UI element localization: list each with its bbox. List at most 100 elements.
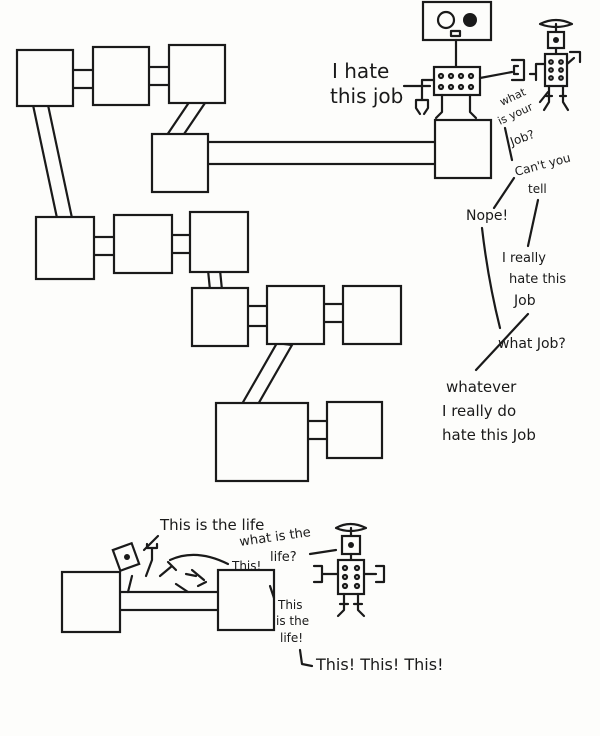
speech-whatever-line3: hate this Job <box>442 426 536 444</box>
robot-eye <box>463 13 477 27</box>
body-light <box>548 59 554 65</box>
small-robot-body <box>336 558 366 596</box>
robot-eye <box>436 10 456 30</box>
body-light <box>353 573 361 581</box>
factory-box <box>433 118 493 180</box>
body-light <box>467 83 475 91</box>
robot-mouth <box>449 29 462 38</box>
speech-pointer <box>480 226 502 330</box>
connector <box>146 65 172 87</box>
factory-box <box>325 400 384 460</box>
platform-box <box>216 568 276 632</box>
wrench-icon <box>144 542 159 578</box>
factory-box <box>341 284 403 346</box>
body-light <box>353 582 361 590</box>
speech-this-small: This! <box>231 559 261 573</box>
propeller-icon <box>334 522 368 538</box>
speech-pointer <box>538 90 550 104</box>
speech-pointer <box>268 584 276 600</box>
small-robot-arm-left <box>528 62 547 82</box>
speech-really-hate-line1: I really <box>502 251 546 266</box>
connector-slant <box>240 341 294 408</box>
factory-box <box>265 284 326 346</box>
bottom-scene: This is the life what is the life? This!… <box>60 516 444 674</box>
factory-box <box>150 132 210 194</box>
small-robot-arm-left <box>312 564 340 584</box>
robot-claw-left <box>414 98 430 116</box>
connector <box>91 235 117 257</box>
connector <box>168 233 194 255</box>
speech-pointer <box>526 198 540 248</box>
speech-i-hate-line2: this job <box>330 84 403 108</box>
body-light <box>341 582 349 590</box>
body-light <box>341 573 349 581</box>
speech-whatever-line2: I really do <box>442 402 516 420</box>
small-robot-eye <box>348 542 354 548</box>
small-robot-eye <box>553 37 559 43</box>
connector-slant <box>31 103 74 220</box>
speech-what-job: what Job? <box>498 336 566 352</box>
body-light <box>457 72 465 80</box>
big-robot <box>414 0 526 120</box>
factory-box <box>15 48 75 108</box>
wrench-icon <box>158 560 208 588</box>
speech-cant-you-tell-line1: Can't you <box>513 151 572 179</box>
speech-really-hate-line2: hate this <box>509 272 566 287</box>
propeller-icon <box>538 18 574 34</box>
factory-box <box>190 286 250 348</box>
speech-pointer <box>474 312 530 372</box>
speech-really-hate-line3: Job <box>513 293 536 309</box>
dialogue-top: I hate this job what is your Job? Can't … <box>330 59 572 444</box>
speech-what-is-the-life-line2: life? <box>270 550 297 565</box>
small-robot-top <box>528 18 582 112</box>
speech-pointer <box>168 553 230 566</box>
factory-box <box>91 45 151 107</box>
speech-pointer <box>298 648 314 668</box>
small-robot-legs <box>542 84 570 112</box>
connector <box>245 304 271 328</box>
small-robot-body <box>543 52 569 88</box>
platform-bar <box>116 590 225 612</box>
robot-arm-left <box>420 78 436 102</box>
speech-this-is-the-life-line1: This <box>277 598 303 612</box>
speech-cant-you-tell-line2: tell <box>528 182 547 196</box>
body-light <box>558 75 564 81</box>
connector <box>304 419 330 441</box>
body-light <box>447 72 455 80</box>
robot-arm-right <box>478 70 514 80</box>
connector <box>70 68 96 90</box>
robot-leg-right <box>468 93 478 120</box>
lounging-robot <box>111 541 208 594</box>
robot-claw-right <box>510 58 526 82</box>
speech-pointer <box>308 548 338 556</box>
body-light <box>457 83 465 91</box>
speech-this-is-the-life-line3: life! <box>280 631 303 645</box>
body-light <box>558 67 564 73</box>
small-robot-legs <box>336 592 366 618</box>
small-robot-arm-right <box>565 50 582 66</box>
body-light <box>548 67 554 73</box>
platform-box <box>60 570 122 634</box>
body-light <box>341 564 349 572</box>
factory-network <box>15 43 493 483</box>
speech-pointer <box>492 176 516 210</box>
small-robot-arm-right <box>362 564 386 584</box>
factory-box <box>188 210 250 274</box>
connector <box>320 302 346 324</box>
factory-box <box>112 213 174 275</box>
connector-long <box>204 140 440 166</box>
speech-pointer <box>503 126 514 162</box>
boxes <box>15 43 493 483</box>
body-light <box>437 72 445 80</box>
speech-nope: Nope! <box>466 208 508 224</box>
speech-this-is-the-life-line2: is the <box>276 614 309 628</box>
speech-pointer <box>142 534 160 552</box>
body-light <box>447 83 455 91</box>
robot-leg-left <box>434 93 444 120</box>
robot-limb <box>126 574 190 594</box>
factory-box <box>34 215 96 281</box>
speech-whatever-line1: whatever <box>446 378 517 396</box>
robot-body-lights <box>437 72 475 91</box>
